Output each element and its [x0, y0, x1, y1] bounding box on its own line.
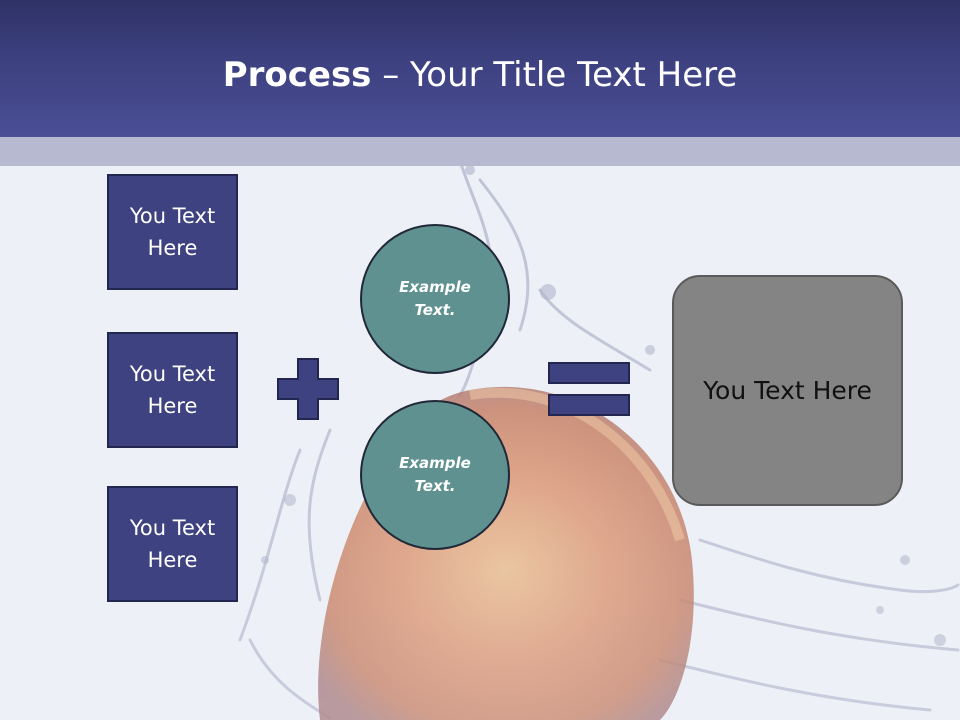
sub-bar — [0, 137, 960, 166]
text-box-3-label: You Text Here — [129, 516, 216, 572]
result-box-label: You Text Here — [703, 376, 872, 405]
example-circle-1[interactable]: Example Text. — [360, 224, 510, 374]
title-rest: – Your Title Text Here — [371, 54, 738, 95]
text-box-1[interactable]: You Text Here — [107, 174, 238, 290]
example-circle-1-label: Example Text. — [399, 278, 471, 319]
plus-icon — [277, 358, 339, 420]
example-circle-2-label: Example Text. — [399, 454, 471, 495]
text-box-1-label: You Text Here — [129, 204, 216, 260]
equals-icon — [548, 362, 630, 416]
title-bold: Process — [222, 54, 372, 95]
result-box[interactable]: You Text Here — [672, 275, 903, 506]
text-box-2-label: You Text Here — [129, 362, 216, 418]
text-box-3[interactable]: You Text Here — [107, 486, 238, 602]
page-title: Process – Your Title Text Here — [223, 55, 738, 95]
text-box-2[interactable]: You Text Here — [107, 332, 238, 448]
example-circle-2[interactable]: Example Text. — [360, 400, 510, 550]
title-bar: Process – Your Title Text Here — [0, 0, 960, 137]
